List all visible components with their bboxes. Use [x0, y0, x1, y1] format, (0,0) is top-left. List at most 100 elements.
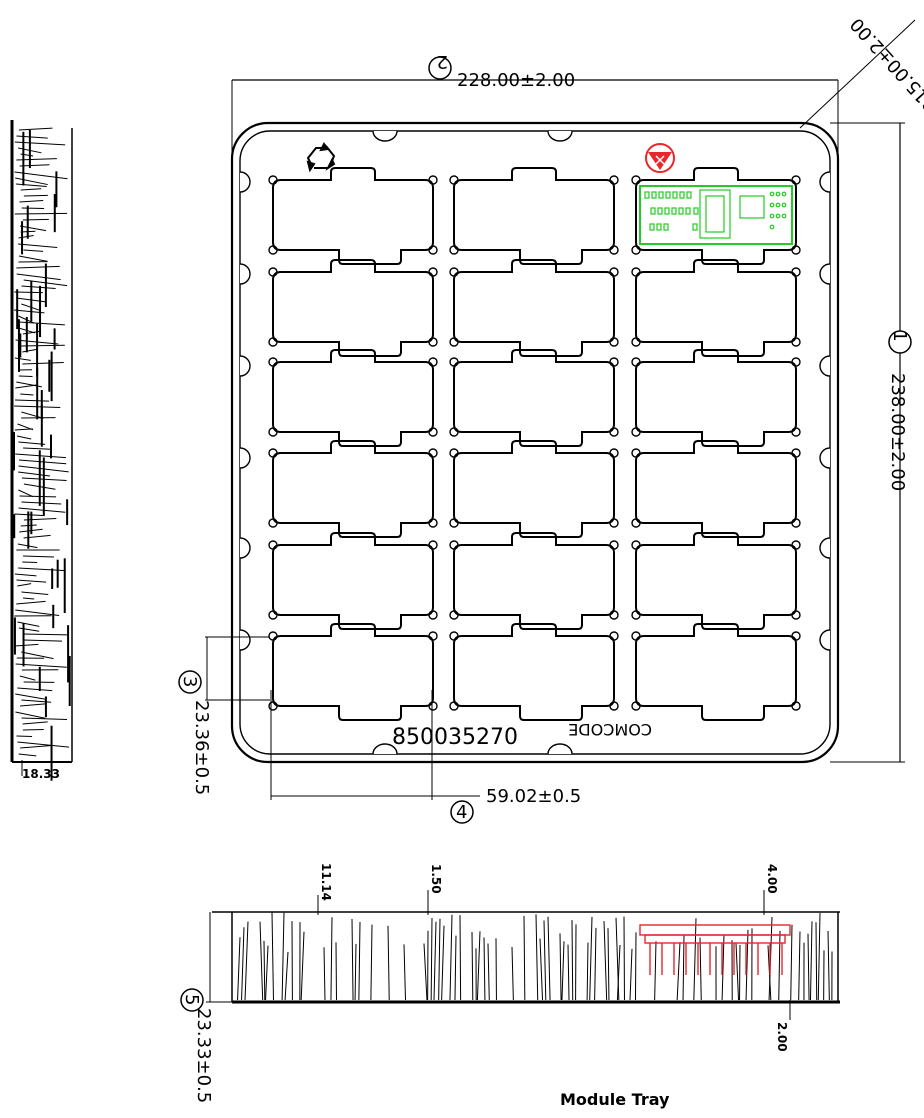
side-hatch — [18, 243, 58, 248]
side-hatch — [20, 703, 46, 707]
pcb-pad — [671, 207, 677, 215]
pocket-corner — [428, 448, 438, 458]
pocket-corner — [428, 540, 438, 550]
side-hatch — [14, 513, 45, 517]
front-hatch-line — [471, 932, 474, 1001]
front-hatch-line — [603, 921, 608, 1001]
side-hatch — [22, 721, 48, 725]
front-hatch-line — [403, 944, 407, 1001]
pocket-corner — [449, 337, 459, 347]
side-hatch — [16, 735, 33, 738]
edge-notch-right — [819, 629, 831, 651]
side-hatch — [16, 265, 60, 269]
side-hatch — [20, 393, 34, 396]
pcb-via — [781, 191, 787, 197]
side-hatch — [21, 411, 44, 419]
side-hatch — [18, 489, 34, 498]
side-hatch — [21, 207, 45, 210]
side-hatch — [15, 399, 50, 402]
front-hatch-line — [809, 921, 813, 1001]
pocket-corner — [631, 175, 641, 185]
pcb-ic — [739, 195, 765, 219]
front-hatch-line — [559, 933, 562, 1001]
pocket-corner — [268, 175, 278, 185]
side-hatch — [23, 518, 57, 521]
pcb-pad — [672, 191, 678, 199]
pcb-pad — [649, 223, 655, 231]
tray-outline — [230, 121, 840, 764]
side-hatch — [18, 234, 34, 239]
tray-height-label: 23.33±0.5 — [193, 1008, 214, 1103]
front-hatch-line — [300, 931, 305, 1001]
front-hatch-line — [370, 924, 373, 1001]
callout-3: 3 — [179, 676, 200, 687]
edge-notch-top — [372, 130, 398, 142]
side-hatch — [14, 291, 43, 294]
side-hatch — [17, 621, 40, 627]
side-depth-label: 18.33 — [22, 767, 60, 781]
side-hatch — [18, 321, 65, 326]
edge-notch-bottom — [372, 743, 398, 755]
pocket-corner — [791, 427, 801, 437]
pocket — [272, 349, 434, 447]
front-hatch-line — [459, 915, 462, 1001]
front-hatch-line — [807, 933, 810, 1001]
pcb-via — [769, 213, 775, 219]
front-hatch-line — [634, 932, 637, 1001]
side-hatch — [17, 741, 70, 748]
pocket-corner — [268, 518, 278, 528]
front-dim-2: 1.50 — [429, 864, 443, 894]
front-hatch-line — [237, 937, 241, 1001]
pocket-corner — [268, 701, 278, 711]
side-hatch — [14, 643, 39, 647]
pocket-corner — [428, 175, 438, 185]
pcb-via — [781, 213, 787, 219]
side-hatch — [18, 459, 67, 465]
pcb-via — [775, 202, 781, 208]
side-hatch — [15, 609, 60, 617]
front-hatch-line — [454, 935, 457, 1001]
side-hatch — [15, 711, 46, 719]
front-hatch-line — [827, 931, 830, 1001]
top-view: 2 228.00±2.00 R15.00±2.00 1 238.00±2.00 — [178, 14, 924, 824]
front-hatch-line — [271, 912, 274, 1001]
side-hatch — [18, 441, 46, 445]
pcb-pad — [693, 207, 699, 215]
pcb-module — [639, 185, 793, 245]
pocket-corner — [268, 540, 278, 550]
pcb-chip-inner — [705, 195, 725, 233]
front-hatch-line — [699, 937, 702, 1001]
side-hatch — [19, 495, 57, 498]
pcb-front-profile — [639, 924, 791, 975]
callout-3-circle — [178, 670, 202, 694]
edge-notch-right — [819, 355, 831, 377]
pocket — [635, 440, 797, 538]
side-hatch — [14, 141, 66, 146]
pocket-corner — [631, 701, 641, 711]
pocket-corner — [609, 518, 619, 528]
front-hatch-line — [351, 919, 354, 1001]
pocket — [453, 440, 615, 538]
side-hatch — [18, 255, 48, 262]
pcb-via — [769, 224, 775, 230]
part-number: 850035270 — [392, 725, 518, 750]
pcb-pad — [650, 207, 656, 215]
pcb-pad — [657, 207, 663, 215]
pcb-via — [775, 213, 781, 219]
callout-1-circle — [888, 330, 912, 354]
pocket-corner — [609, 610, 619, 620]
side-hatch — [18, 127, 53, 131]
pocket-corner — [609, 427, 619, 437]
side-hatch — [18, 471, 50, 477]
drawing-caption: Module Tray — [560, 1090, 670, 1109]
callout-5-circle — [180, 988, 204, 1012]
pocket-corner — [428, 427, 438, 437]
pcb-via — [769, 202, 775, 208]
side-hatch — [15, 177, 48, 186]
pocket-corner — [631, 518, 641, 528]
front-hatch-line — [735, 943, 740, 1001]
pocket-corner — [791, 518, 801, 528]
front-hatch-line — [387, 925, 390, 1001]
pocket-corner — [631, 245, 641, 255]
